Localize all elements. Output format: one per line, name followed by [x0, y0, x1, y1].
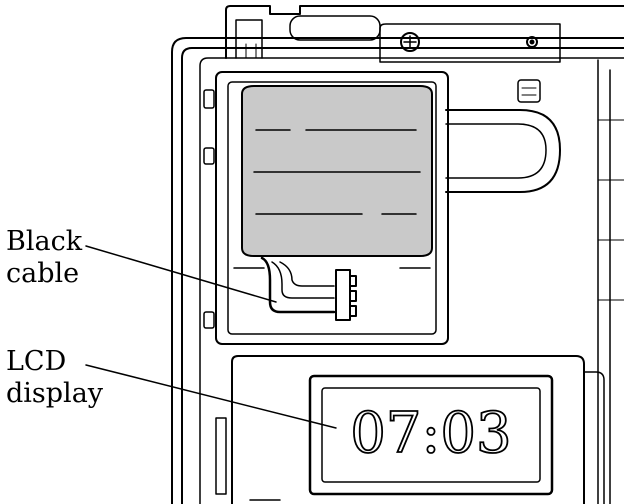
black-cable-leader	[85, 245, 277, 303]
black-cable-callout: Black cable	[6, 226, 82, 290]
screw-icon	[400, 32, 420, 52]
lower-panel	[231, 355, 585, 504]
black-cable-label-line2: cable	[6, 258, 80, 289]
lcd-display-label-line1: LCD	[6, 346, 67, 377]
battery-icon	[241, 85, 433, 257]
top-bracket	[225, 5, 624, 59]
outer-housing	[171, 37, 624, 504]
black-cable-label-line1: Black	[6, 226, 83, 257]
housing-rim	[199, 57, 624, 504]
screw-icon	[526, 36, 538, 48]
lcd-display-label-line2: display	[6, 378, 104, 409]
battery-compartment	[215, 71, 449, 345]
flex-strap	[445, 109, 561, 193]
lcd-reading: 07:03	[350, 401, 511, 466]
lcd-display-icon	[308, 374, 554, 496]
inner-housing	[181, 47, 624, 504]
connector-icon	[335, 269, 357, 321]
lcd-display-leader	[85, 364, 337, 429]
black-cable	[260, 256, 336, 314]
lcd-display-callout: LCD display	[6, 346, 103, 410]
